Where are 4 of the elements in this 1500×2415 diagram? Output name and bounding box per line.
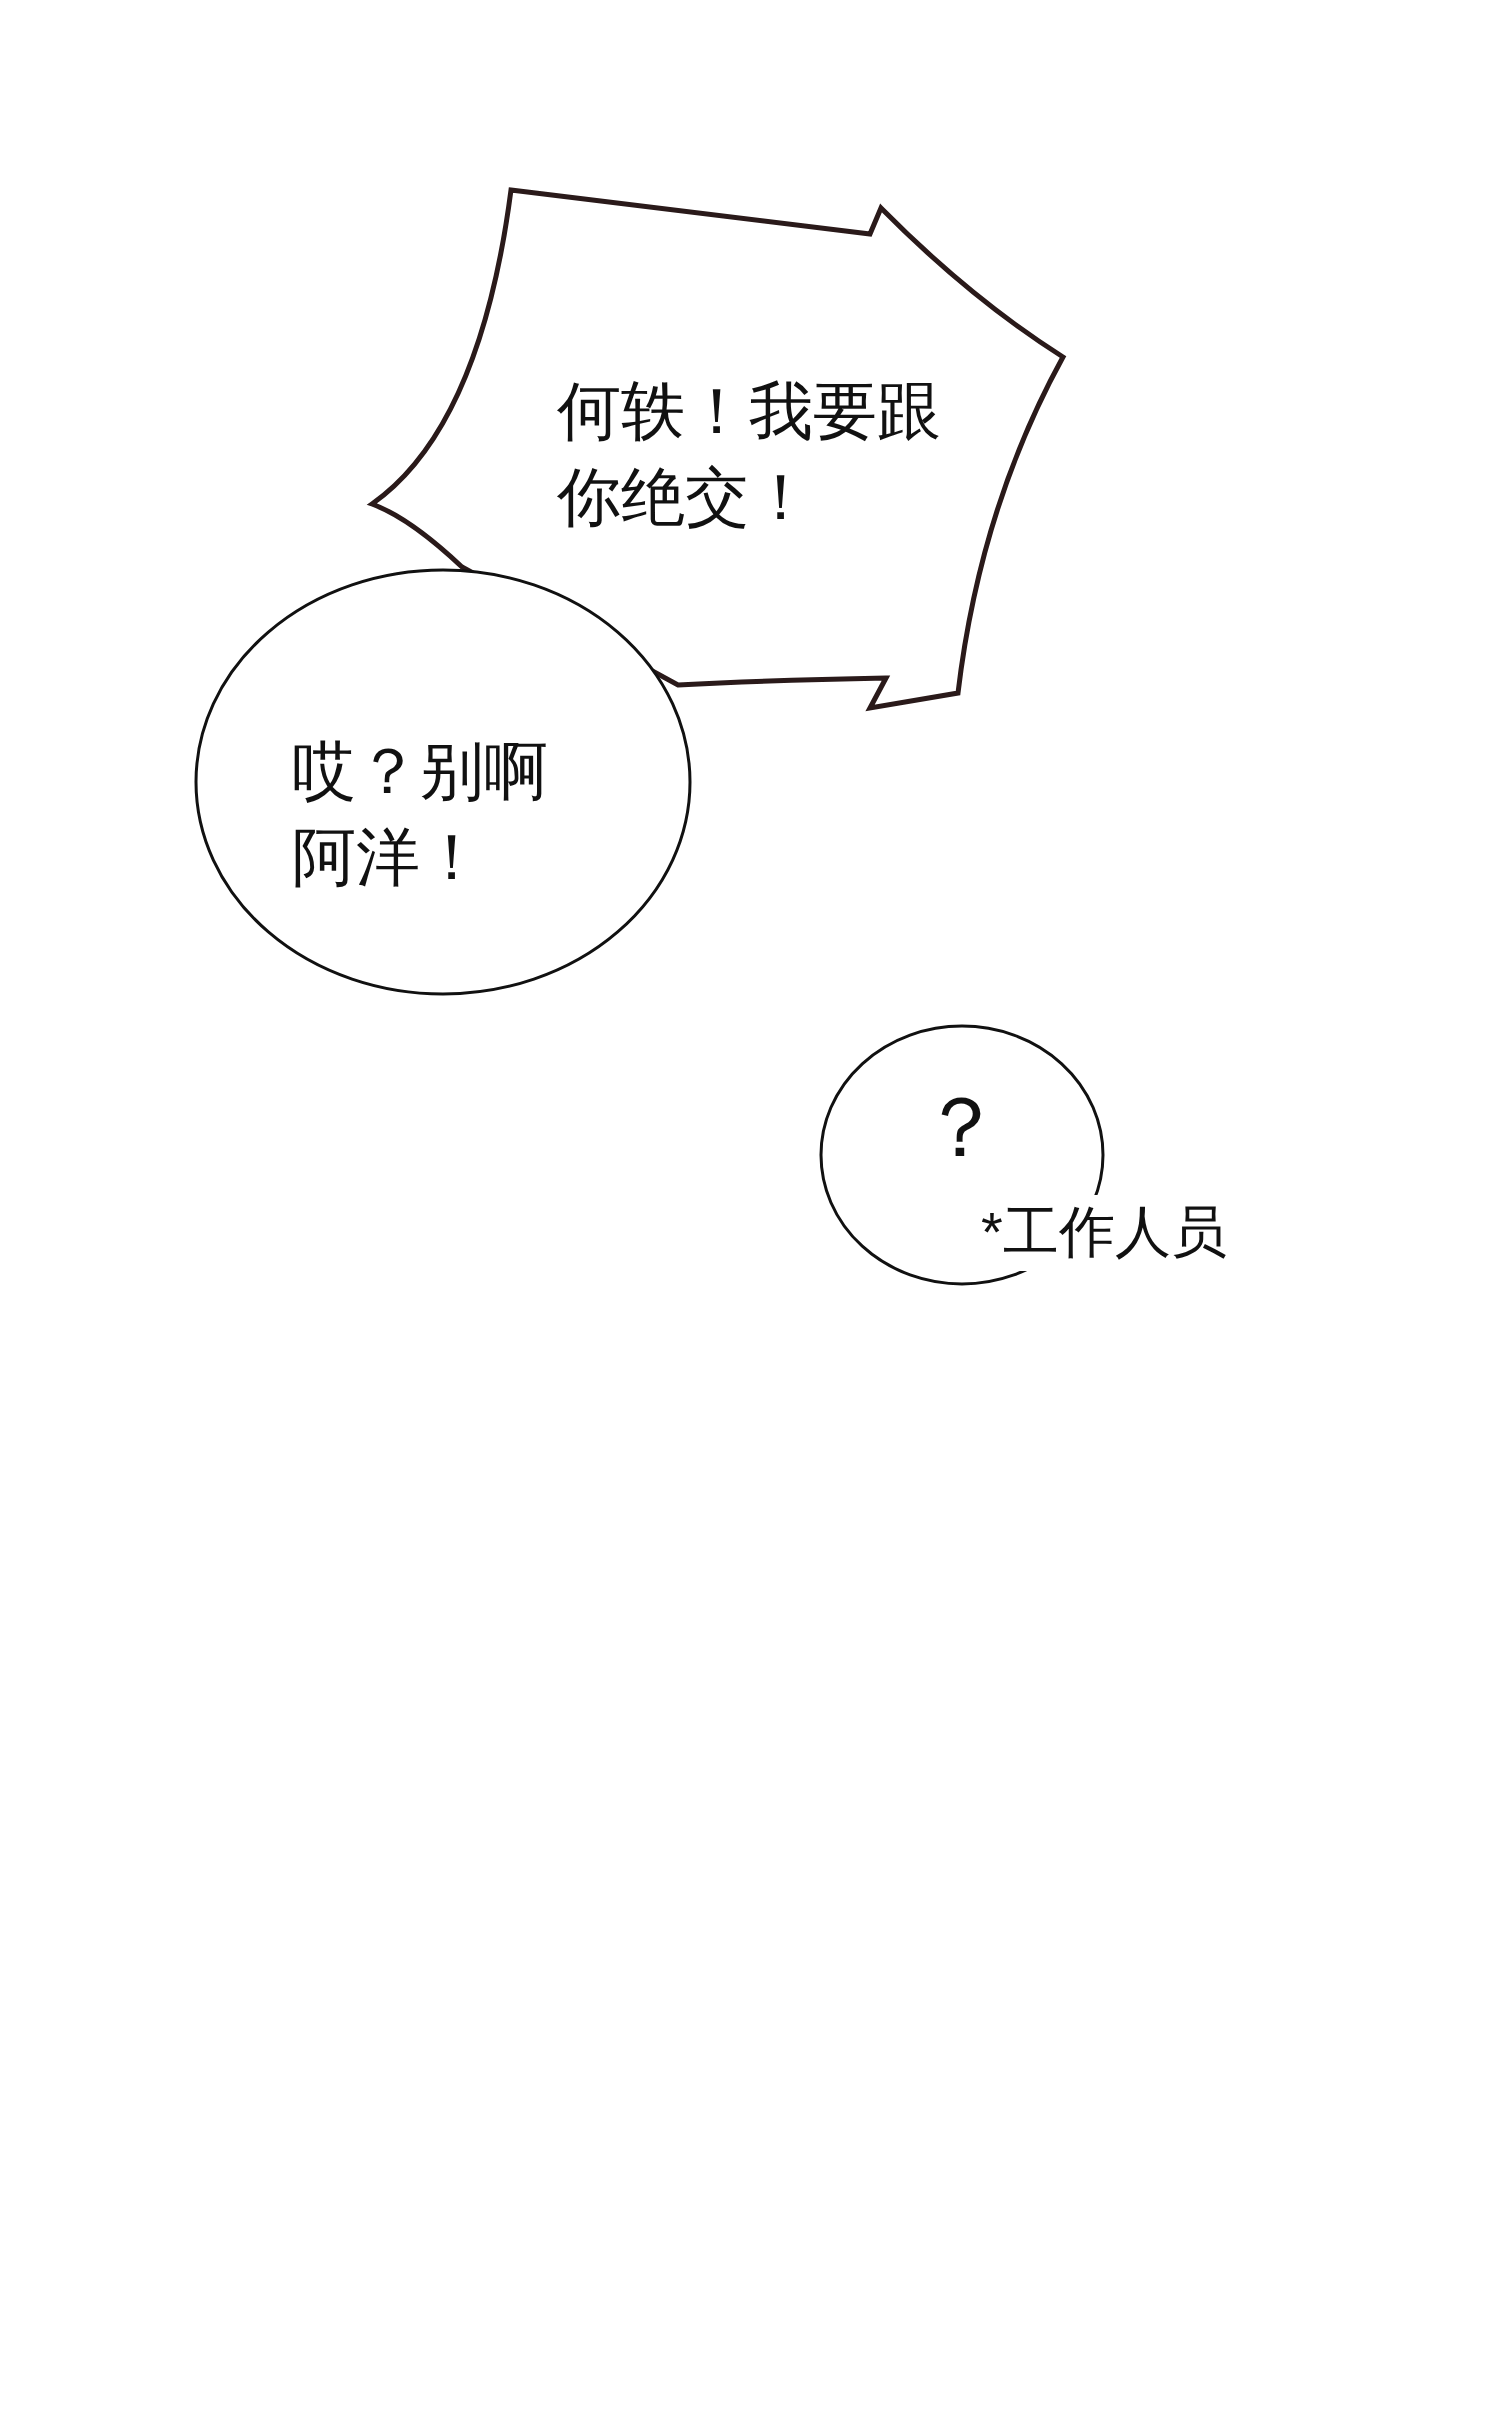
dialogue-text: 哎？别啊阿洋！ [292,734,549,895]
dialogue-text: ？ [919,1084,1004,1170]
speech-bubble [194,568,692,996]
dialogue-text: 何轶！我要跟你绝交！ [557,374,942,535]
